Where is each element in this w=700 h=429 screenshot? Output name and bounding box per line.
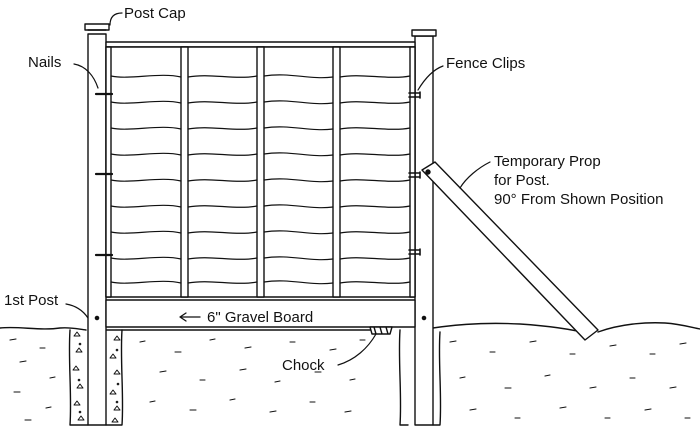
panel-slats	[110, 74, 411, 285]
first-post-leader	[65, 303, 89, 319]
label-prop-line2: for Post.	[494, 172, 550, 189]
gravel-board-arrow	[179, 312, 201, 322]
label-prop-line1: Temporary Prop	[494, 153, 601, 170]
ground-texture	[9, 338, 691, 421]
temporary-prop	[421, 161, 599, 341]
concrete-aggregate	[72, 331, 121, 423]
fence-panel	[105, 46, 416, 298]
ground-surface	[0, 322, 700, 335]
label-gravel-board: 6" Gravel Board	[207, 309, 313, 326]
label-first-post: 1st Post	[4, 292, 59, 309]
second-post-hole	[398, 329, 442, 426]
label-fence-clips: Fence Clips	[446, 55, 525, 72]
chock	[369, 326, 393, 335]
panel-batten	[180, 46, 189, 298]
gravel-board-fixing	[421, 315, 427, 321]
first-post	[84, 23, 110, 426]
chock-leader	[337, 333, 377, 366]
fence-clips-leader	[417, 65, 444, 91]
panel-edge-batten	[105, 46, 112, 298]
post-cap	[84, 23, 110, 31]
panel-edge-batten	[409, 46, 416, 298]
nails	[94, 92, 114, 257]
label-nails: Nails	[28, 54, 61, 71]
panel-batten	[256, 46, 265, 298]
panel-batten	[332, 46, 341, 298]
post-cap-leader	[109, 12, 123, 26]
fence-clips	[408, 91, 421, 256]
label-post-cap: Post Cap	[124, 5, 186, 22]
leader-lines	[65, 12, 491, 366]
prop-leader	[459, 161, 491, 189]
label-chock: Chock	[282, 357, 325, 374]
label-prop-line3: 90° From Shown Position	[494, 191, 663, 208]
nails-leader	[73, 63, 99, 89]
gravel-board	[105, 299, 416, 328]
gravel-board-fixing	[94, 315, 100, 321]
top-rail	[105, 41, 416, 48]
concrete-footing	[68, 329, 124, 426]
